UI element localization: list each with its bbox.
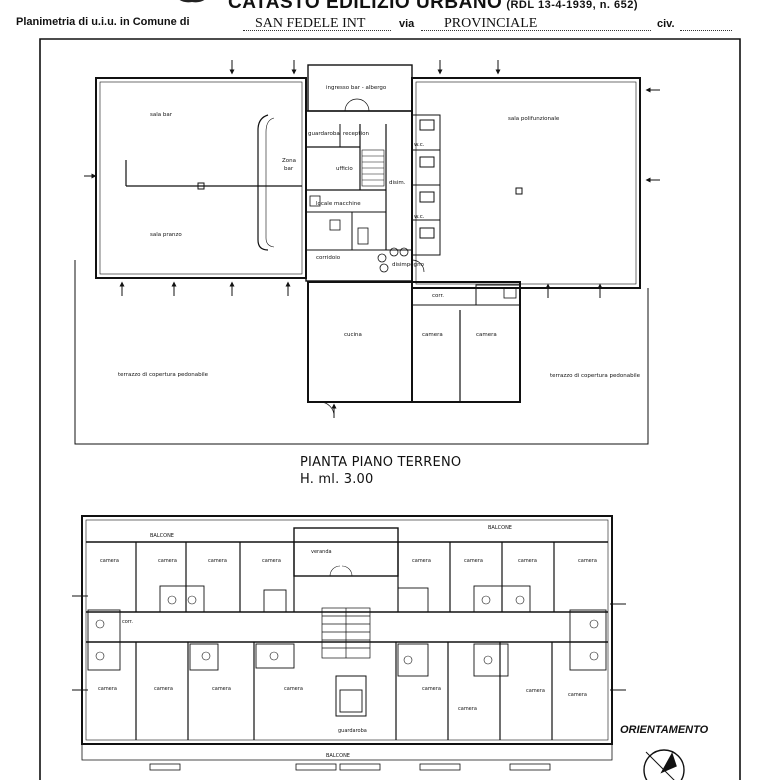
label-veranda: veranda bbox=[311, 549, 332, 555]
ground-floor-caption: PIANTA PIANO TERRENO H. ml. 3.00 bbox=[300, 454, 461, 488]
label-zona-bar-2: bar bbox=[284, 166, 294, 172]
orientation-label: ORIENTAMENTO bbox=[620, 724, 709, 736]
label-camera-1: camera bbox=[100, 558, 119, 564]
label-camera-15: camera bbox=[526, 688, 545, 694]
label-camera-8: camera bbox=[578, 558, 597, 564]
ventilation-arrows-ground bbox=[84, 60, 660, 418]
ground-floor-labels: sala bar sala pranzo ingresso bar - albe… bbox=[118, 85, 641, 379]
via-value: PROVINCIALE bbox=[444, 16, 538, 31]
label-corr-upper: corr. bbox=[122, 619, 133, 625]
label-wc-2: w.c. bbox=[414, 214, 425, 220]
label-camera-10: camera bbox=[154, 686, 173, 692]
label-balcone-bottom: BALCONE bbox=[326, 753, 350, 759]
label-camera-6: camera bbox=[464, 558, 483, 564]
label-camera-12: camera bbox=[284, 686, 303, 692]
label-corridoio: corridoio bbox=[316, 255, 341, 261]
label-corr: corr. bbox=[432, 293, 444, 299]
label-camera-a: camera bbox=[422, 332, 443, 338]
label-guardaroba: guardaroba bbox=[308, 131, 340, 137]
emblem-icon bbox=[179, 0, 205, 3]
comune-value: SAN FEDELE INT bbox=[255, 16, 366, 31]
ground-floor-caption-title: PIANTA PIANO TERRENO bbox=[300, 455, 462, 470]
label-terrazzo-right: terrazzo di copertura pedonabile bbox=[550, 373, 641, 379]
label-sala-bar: sala bar bbox=[150, 112, 173, 118]
label-camera-13: camera bbox=[422, 686, 441, 692]
label-disim: disim. bbox=[389, 180, 406, 186]
label-zona-bar-1: Zona bbox=[282, 158, 296, 164]
civ-label: civ. bbox=[657, 18, 675, 30]
label-balcone-top-right: BALCONE bbox=[488, 525, 512, 531]
civ-dots bbox=[680, 30, 732, 31]
via-dots bbox=[421, 30, 651, 31]
document-header: CATASTO EDILIZIO URBANO(RDL 13-4-1939, n… bbox=[0, 0, 780, 40]
upper-floor-plan bbox=[81, 515, 613, 771]
label-ufficio: ufficio bbox=[336, 166, 353, 172]
label-reception: reception bbox=[343, 131, 369, 137]
label-sala-pranzo: sala pranzo bbox=[150, 232, 182, 238]
label-sala-polifunzionale: sala polifunzionale bbox=[508, 116, 560, 122]
label-camera-11: camera bbox=[212, 686, 231, 692]
comune-dots bbox=[243, 30, 391, 31]
label-ingresso: ingresso bar - albergo bbox=[326, 85, 387, 91]
sheet-frame bbox=[39, 38, 741, 780]
label-camera-7: camera bbox=[518, 558, 537, 564]
label-camera-9: camera bbox=[98, 686, 117, 692]
label-camera-14: camera bbox=[458, 706, 477, 712]
via-label: via bbox=[399, 18, 415, 30]
label-guardaroba-upper: guardaroba bbox=[338, 728, 367, 734]
label-camera-b: camera bbox=[476, 332, 497, 338]
ground-floor-plan bbox=[74, 64, 649, 445]
ground-floor-caption-height: H. ml. 3.00 bbox=[300, 472, 374, 487]
label-camera-4: camera bbox=[262, 558, 281, 564]
north-arrow-icon bbox=[643, 749, 685, 780]
planimetria-label: Planimetria di u.i.u. in Comune di bbox=[16, 16, 190, 28]
label-camera-16: camera bbox=[568, 692, 587, 698]
upper-floor-labels: BALCONE BALCONE BALCONE veranda corr. gu… bbox=[98, 525, 597, 759]
label-camera-3: camera bbox=[208, 558, 227, 564]
label-camera-2: camera bbox=[158, 558, 177, 564]
label-terrazzo-left: terrazzo di copertura pedonabile bbox=[118, 372, 209, 378]
label-balcone-top-left: BALCONE bbox=[150, 533, 174, 539]
label-wc-1: w.c. bbox=[414, 142, 425, 148]
label-camera-5: camera bbox=[412, 558, 431, 564]
ventilation-arrows-upper bbox=[72, 595, 626, 691]
document-title: CATASTO EDILIZIO URBANO(RDL 13-4-1939, n… bbox=[228, 0, 639, 13]
label-disimpegno: disimpegno bbox=[392, 262, 425, 268]
label-cucina: cucina bbox=[344, 332, 362, 338]
label-locale-macchine: locale macchine bbox=[316, 201, 361, 207]
